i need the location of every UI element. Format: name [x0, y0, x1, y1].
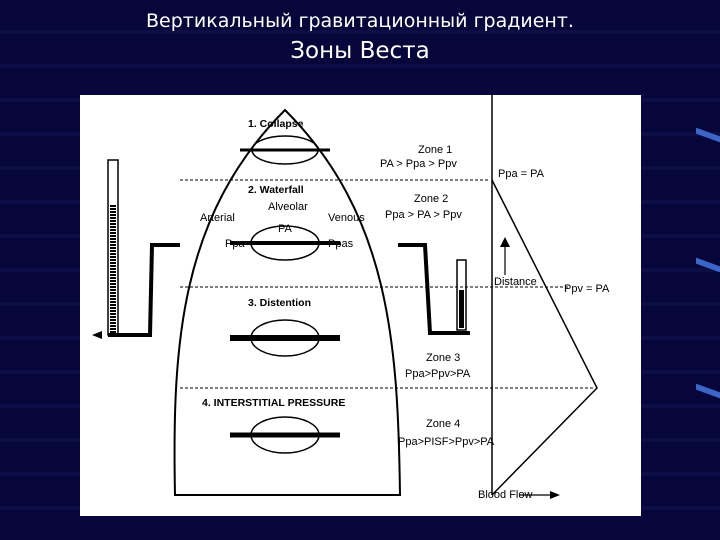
zone-title-collapse: 1. Collapse [248, 118, 304, 130]
arterial-label: Arterial [200, 212, 235, 224]
zone4-relation: Ppa>PISF>Ppv>PA [398, 436, 495, 448]
blood-flow-profile [491, 179, 598, 496]
zone-title-waterfall: 2. Waterfall [248, 184, 304, 196]
blood-flow-label: Blood Flow [478, 489, 532, 501]
inflow-arrowhead [92, 331, 102, 339]
ppa-label: Ppa [225, 238, 245, 250]
diagram-canvas: 1. Collapse 2. Waterfall 3. Distention 4… [92, 95, 610, 501]
distance-label: Distance [494, 276, 537, 288]
lung-outline [173, 108, 402, 496]
venous-outflow-tube [398, 243, 470, 335]
ppv-eq-pa-label: Ppv = PA [564, 283, 610, 295]
zone1-name: Zone 1 [418, 144, 452, 156]
arterial-inflow-tube [108, 243, 180, 337]
zone4-name: Zone 4 [426, 418, 460, 430]
zone2-relation: Ppa > PA > Ppv [385, 209, 462, 221]
zone2-name: Zone 2 [414, 193, 448, 205]
venous-manometer [456, 259, 467, 331]
zone1-relation: PA > Ppa > Ppv [380, 158, 457, 170]
slide-title: Вертикальный гравитационный градиент. [146, 10, 574, 32]
zone-title-distention: 3. Distention [248, 297, 311, 309]
waterfall-vessel [230, 225, 340, 261]
ppas-label: Ppas [328, 238, 354, 250]
west-zones-diagram: 1. Collapse 2. Waterfall 3. Distention 4… [80, 95, 641, 516]
zone-title-interstitial: 4. INTERSTITIAL PRESSURE [202, 397, 345, 409]
distention-vessel [230, 319, 340, 357]
distance-arrowhead [500, 237, 510, 247]
alveolar-label: Alveolar [268, 201, 308, 213]
venous-label: Venous [328, 212, 365, 224]
pa-label: PA [278, 223, 293, 235]
ppa-eq-pa-label: Ppa = PA [498, 168, 545, 180]
slide-subtitle: Зоны Веста [290, 38, 430, 64]
collapse-vessel [240, 135, 330, 165]
venous-manometer-fluid [459, 290, 464, 328]
interstitial-vessel [230, 416, 340, 454]
blood-flow-arrowhead [550, 491, 560, 499]
zone3-relation: Ppa>Ppv>PA [405, 368, 471, 380]
zone3-name: Zone 3 [426, 352, 460, 364]
